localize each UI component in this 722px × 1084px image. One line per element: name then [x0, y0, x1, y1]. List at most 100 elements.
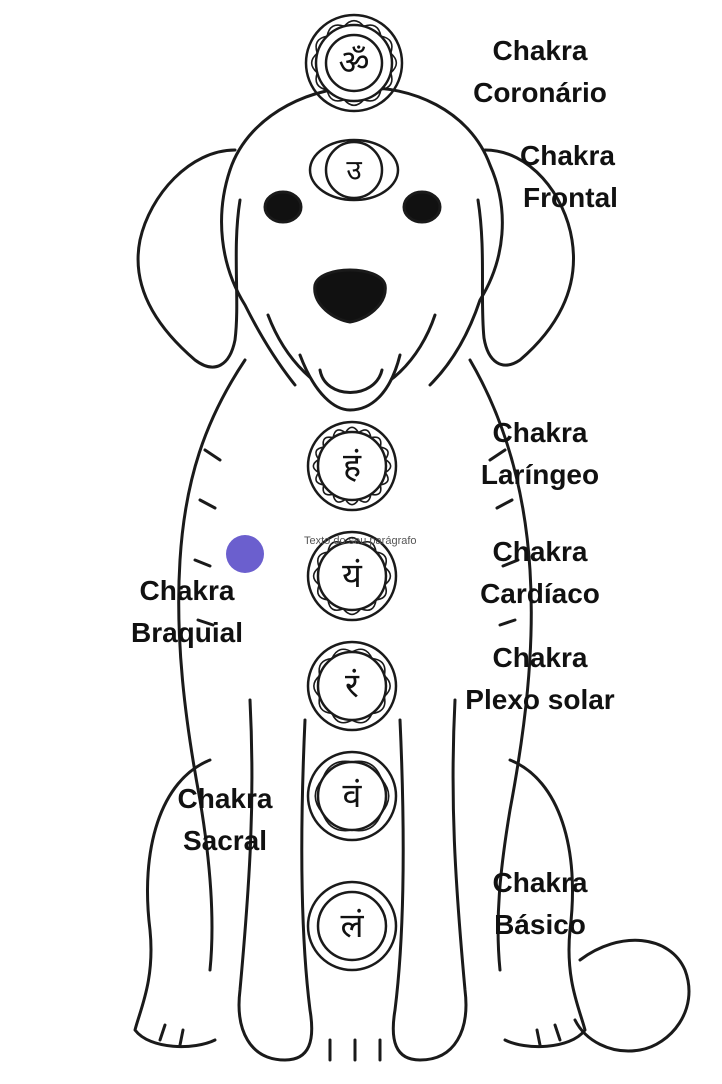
lotus-petal	[322, 484, 334, 496]
lotus-petal	[310, 52, 318, 74]
label-braquial-line1: Chakra	[139, 575, 235, 606]
lotus-petal	[314, 778, 324, 814]
lotus-petal	[370, 436, 382, 448]
symbol-plexo: रं	[345, 666, 360, 706]
lotus-petal	[312, 458, 320, 474]
lotus-petal	[331, 648, 353, 659]
label-plexo-line2: Plexo solar	[465, 684, 615, 715]
lotus-petal	[343, 99, 365, 107]
lotus-petal	[375, 551, 388, 568]
label-basico: Chakra Básico	[465, 862, 615, 946]
dog-body-outline	[177, 358, 247, 972]
dog-tail	[573, 938, 691, 1053]
lotus-petal	[363, 89, 382, 102]
label-coronario-line2: Coronário	[473, 77, 607, 108]
lotus-petal	[371, 657, 386, 676]
lotus-petal	[331, 713, 353, 724]
lotus-coronario-icon	[304, 13, 404, 113]
dog-nose	[313, 268, 387, 324]
lotus-petal	[327, 540, 344, 553]
selection-handle-dot[interactable]	[226, 535, 264, 573]
lotus-petal	[318, 696, 333, 715]
lotus-petal	[384, 458, 392, 474]
label-frontal: Chakra Frontal	[495, 135, 640, 219]
lotus-petal	[380, 778, 390, 814]
lotus-petal	[321, 812, 353, 832]
lotus-petal	[383, 674, 391, 698]
right-ear	[476, 148, 575, 367]
lotus-petal	[360, 599, 377, 612]
label-cardiaco: Chakra Cardíaco	[465, 531, 615, 615]
lotus-petal	[375, 584, 388, 601]
label-frontal-line2: Frontal	[523, 182, 618, 213]
right-hind-leg	[503, 758, 587, 1049]
label-cardiaco-line1: Chakra	[492, 536, 588, 567]
label-cardiaco-line2: Cardíaco	[480, 578, 600, 609]
label-braquial-line2: Braquial	[130, 617, 244, 648]
lotus-petal	[358, 429, 372, 438]
label-laringeo: Chakra Laríngeo	[465, 412, 615, 496]
lotus-petal	[327, 599, 344, 612]
lotus-petal	[316, 584, 329, 601]
lotus-petal	[360, 540, 377, 553]
lotus-petal	[318, 657, 333, 676]
lotus-petal	[327, 949, 377, 961]
symbol-laringeo: हं	[343, 446, 362, 486]
lotus-petal	[380, 72, 393, 91]
lotus-petal	[316, 551, 329, 568]
lotus-petal	[332, 494, 346, 503]
left-hind-leg	[133, 758, 217, 1049]
lotus-petal	[343, 19, 365, 27]
lotus-petal	[344, 498, 360, 506]
lotus-petal	[321, 760, 353, 780]
symbol-sacral: वं	[343, 776, 363, 816]
lotus-petal	[315, 72, 328, 91]
lotus-petal	[313, 674, 321, 698]
lotus-petal	[363, 24, 382, 37]
lotus-laringeo-icon	[306, 420, 398, 512]
lotus-petal	[322, 436, 334, 448]
lotus-petal	[312, 566, 320, 586]
symbol-basico: लं	[340, 906, 364, 946]
lotus-petal	[317, 901, 329, 951]
label-braquial: Chakra Braquial	[112, 570, 262, 654]
label-sacral: Chakra Sacral	[150, 778, 300, 862]
lotus-petal	[326, 89, 345, 102]
lotus-frontal-icon	[308, 138, 400, 202]
lotus-petal	[351, 713, 373, 724]
symbol-cardiaco: यं	[342, 556, 363, 596]
left-ear	[136, 148, 242, 369]
label-plexo-line1: Chakra	[492, 642, 588, 673]
lotus-petal	[380, 446, 389, 460]
lotus-petal	[344, 426, 360, 434]
label-coronario-line1: Chakra	[492, 35, 588, 66]
lotus-petal	[342, 536, 362, 544]
label-sacral-line1: Chakra	[177, 783, 273, 814]
lotus-petal	[326, 24, 345, 37]
lotus-petal	[315, 35, 328, 54]
lotus-cardiaco-icon	[306, 530, 398, 622]
lotus-petal	[332, 429, 346, 438]
label-basico-line1: Chakra	[492, 867, 588, 898]
dog-head-outline	[228, 86, 504, 387]
lotus-petal	[351, 812, 383, 832]
lotus-petal	[380, 35, 393, 54]
lotus-petal	[371, 696, 386, 715]
lotus-petal	[375, 901, 387, 951]
paragraph-placeholder[interactable]: Texto do seu parágrafo	[304, 535, 417, 547]
lotus-petal	[380, 472, 389, 486]
label-basico-line2: Básico	[494, 909, 586, 940]
lotus-petal	[315, 446, 324, 460]
lotus-petal	[342, 608, 362, 616]
label-laringeo-line2: Laríngeo	[480, 459, 600, 490]
lotus-petal	[315, 472, 324, 486]
lotus-petal	[351, 648, 373, 659]
right-front-leg	[391, 698, 468, 1062]
label-coronario: Chakra Coronário	[465, 30, 615, 114]
left-front-leg	[237, 698, 314, 1062]
label-sacral-line2: Sacral	[182, 825, 268, 856]
label-frontal-line1: Chakra	[520, 140, 615, 171]
label-plexo: Chakra Plexo solar	[455, 637, 625, 721]
lotus-petal	[351, 760, 383, 780]
